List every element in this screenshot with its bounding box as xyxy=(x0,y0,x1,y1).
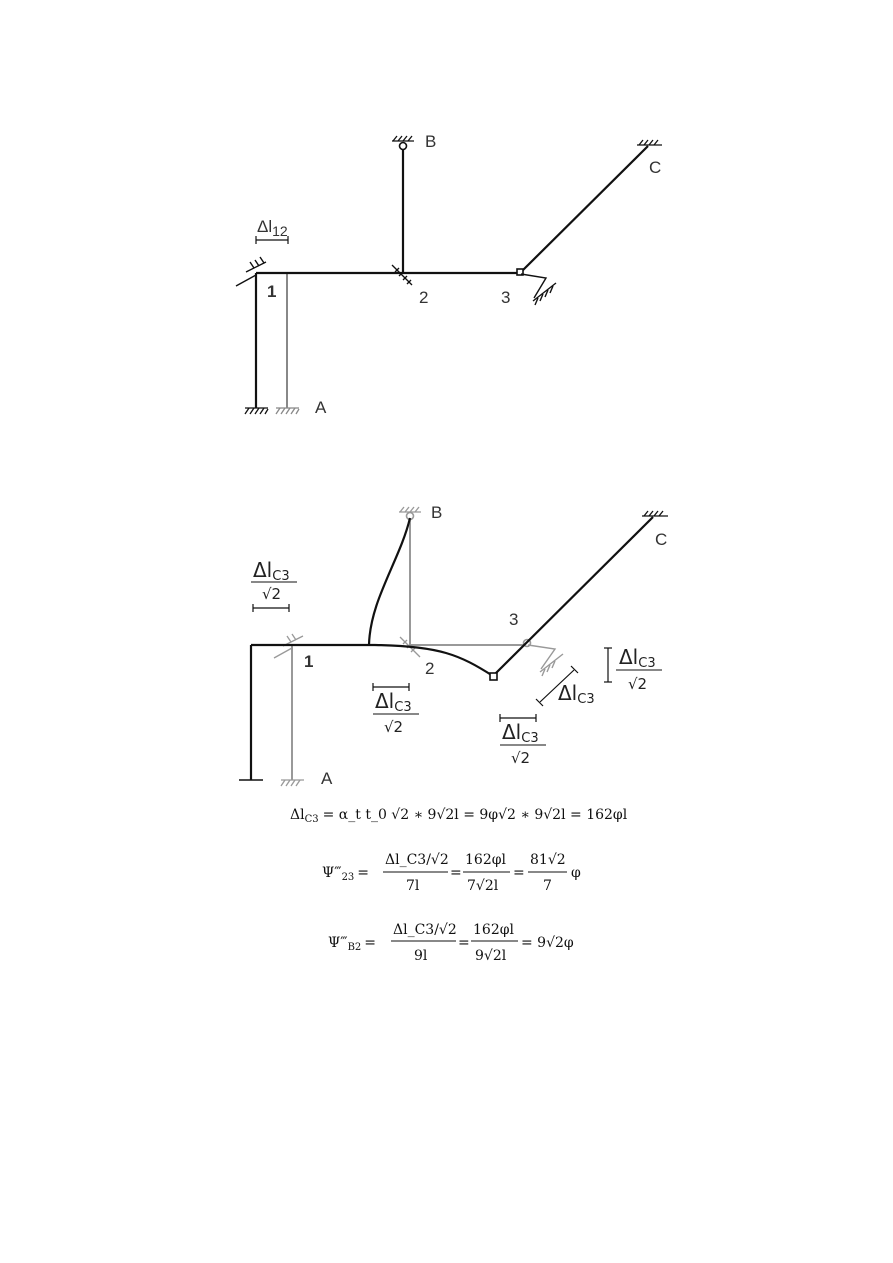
svg-text:√2: √2 xyxy=(628,675,647,693)
deformed-geometry xyxy=(249,516,654,780)
svg-text:162φl: 162φl xyxy=(465,852,507,868)
support-A-original xyxy=(280,779,304,787)
node-2-label: 2 xyxy=(419,288,428,307)
node-B-label: B xyxy=(425,132,436,151)
svg-text:ΔlC3= α_t t_0 √2 ∗ 9√2l = 9φ√2: ΔlC3= α_t t_0 √2 ∗ 9√2l = 9φ√2 ∗ 9√2l = … xyxy=(290,807,628,825)
svg-text:81√2: 81√2 xyxy=(530,852,566,868)
hinge-B xyxy=(398,141,408,151)
fraction-label-under-3: ΔlC3 √2 xyxy=(500,720,546,767)
svg-text:9l: 9l xyxy=(414,948,428,964)
delta-lc3-diagonal-label: ΔlC3 xyxy=(558,681,595,707)
svg-text:φ: φ xyxy=(571,865,581,881)
svg-text:Δl_C3/√2: Δl_C3/√2 xyxy=(385,852,449,868)
node-3-label: 3 xyxy=(501,288,510,307)
svg-text:9√2l: 9√2l xyxy=(475,948,507,964)
svg-text:7l: 7l xyxy=(406,878,420,894)
svg-text:√2: √2 xyxy=(511,749,530,767)
svg-text:√2: √2 xyxy=(384,718,403,736)
support-B-original xyxy=(399,506,421,513)
node-C-label: C xyxy=(649,158,661,177)
hinge-3 xyxy=(516,268,524,276)
node-B-label-b: B xyxy=(431,503,442,522)
svg-text:ΔlC3: ΔlC3 xyxy=(619,645,656,671)
dimension-dl12 xyxy=(255,236,289,244)
svg-text:Δl_C3/√2: Δl_C3/√2 xyxy=(393,922,457,938)
svg-text:√2: √2 xyxy=(262,585,281,603)
diagonal-3C xyxy=(519,145,649,274)
support-B xyxy=(392,135,414,142)
svg-text:ΔlC3: ΔlC3 xyxy=(253,558,290,584)
support-3-original xyxy=(527,644,564,677)
svg-text:=: = xyxy=(513,865,525,881)
equation-2: Ψ‴23= Δl_C3/√2 7l = 162φl 7√2l = 81√2 7 … xyxy=(322,852,581,894)
node-3-label-b: 3 xyxy=(509,610,518,629)
equation-3: Ψ‴B2= Δl_C3/√2 9l = 162φl 9√2l = 9√2φ xyxy=(328,922,574,964)
bottom-diagram: ΔlC3 √2 ΔlC3 √2 ΔlC3 √2 ΔlC3 √2 ΔlC3 1 2… xyxy=(239,503,668,788)
svg-text:7√2l: 7√2l xyxy=(467,878,499,894)
clamp-joint-1 xyxy=(235,256,267,287)
support-3 xyxy=(520,273,557,306)
node-A-label: A xyxy=(315,398,327,417)
svg-text:ΔlC3: ΔlC3 xyxy=(502,720,539,746)
svg-text:Ψ‴23=: Ψ‴23= xyxy=(322,865,369,883)
node-2-label-b: 2 xyxy=(425,659,434,678)
svg-text:=: = xyxy=(450,865,462,881)
svg-text:7: 7 xyxy=(543,878,552,894)
fraction-label-under-2: ΔlC3 √2 xyxy=(373,689,419,736)
fraction-label-right: ΔlC3 √2 xyxy=(616,645,662,693)
support-C xyxy=(637,139,662,146)
svg-text:Ψ‴B2=: Ψ‴B2= xyxy=(328,935,376,953)
svg-text:ΔlC3: ΔlC3 xyxy=(375,689,412,715)
fraction-label-top-left: ΔlC3 √2 xyxy=(251,558,297,603)
top-diagram: Δl12 1 2 3 A B C xyxy=(235,132,662,417)
svg-text:=: = xyxy=(458,935,470,951)
original-geometry xyxy=(291,516,527,780)
equation-1: ΔlC3= α_t t_0 √2 ∗ 9√2l = 9φ√2 ∗ 9√2l = … xyxy=(290,807,628,825)
node-A-label-b: A xyxy=(321,769,333,788)
svg-text:= 9√2φ: = 9√2φ xyxy=(521,935,574,951)
support-A-displaced xyxy=(275,407,300,415)
svg-text:162φl: 162φl xyxy=(473,922,515,938)
node-1-label-b: 1 xyxy=(304,652,313,671)
clamp-joint-2 xyxy=(391,264,413,286)
hinge-3-displaced xyxy=(489,672,498,681)
node-1-label: 1 xyxy=(267,282,276,301)
dimension-markers xyxy=(252,604,612,722)
support-A xyxy=(244,407,269,415)
support-C xyxy=(642,510,668,517)
delta-l12-label: Δl12 xyxy=(257,217,288,239)
node-C-label-b: C xyxy=(655,530,667,549)
